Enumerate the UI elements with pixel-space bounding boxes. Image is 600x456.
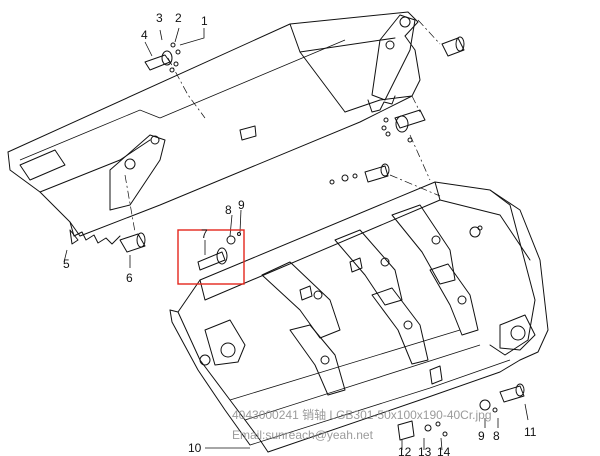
callout-13: 13 (418, 445, 432, 456)
image-caption-watermark: 4043000241 销轴 LGB301-50x100x190-40Cr.jpg… (232, 407, 492, 442)
callout-5: 5 (63, 257, 70, 271)
callout-1: 1 (201, 14, 208, 28)
callout-labels: 1 2 3 4 5 6 7 8 9 9 8 10 11 12 13 14 (63, 11, 537, 456)
callout-3: 3 (156, 11, 163, 25)
lower-bucket-drawing (169, 181, 549, 453)
callout-11: 11 (524, 425, 537, 439)
highlight-box (177, 229, 245, 285)
upper-callout-leaders (63, 19, 465, 268)
callout-7: 7 (201, 227, 208, 241)
lower-hardware (197, 163, 529, 451)
callout-9: 9 (238, 198, 245, 212)
callout-4: 4 (141, 28, 148, 42)
callout-8-lower: 8 (493, 429, 500, 443)
callout-8: 8 (225, 203, 232, 217)
caption-email: Email:sunreach@yeah.net (232, 428, 374, 442)
callout-6: 6 (126, 271, 133, 285)
callout-9-lower: 9 (478, 429, 485, 443)
upper-bucket-drawing (7, 11, 421, 245)
callout-10: 10 (188, 441, 202, 455)
callout-12: 12 (398, 445, 412, 456)
callout-2: 2 (175, 11, 182, 25)
caption-filename: 4043000241 销轴 LGB301-50x100x190-40Cr.jpg (232, 407, 492, 422)
callout-14: 14 (437, 445, 451, 456)
